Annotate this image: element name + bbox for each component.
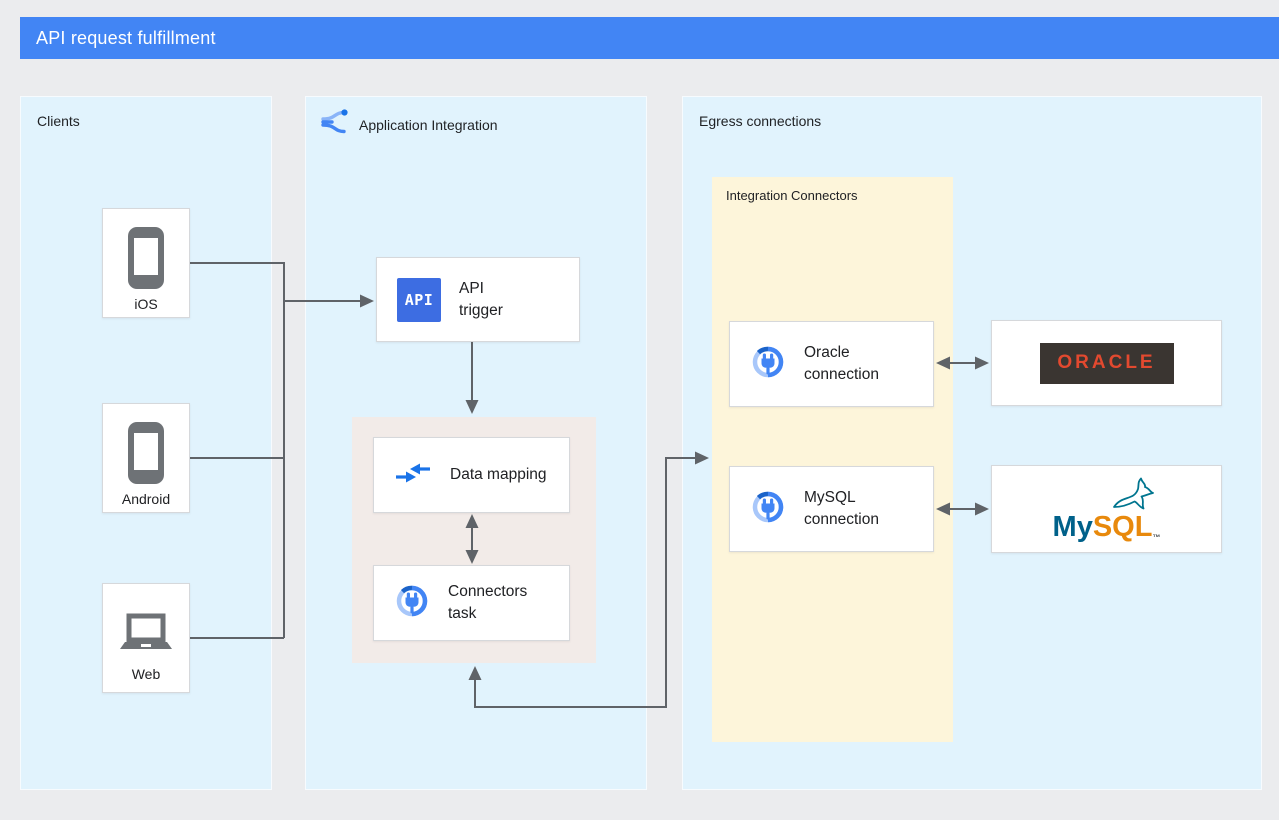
data-mapping-label: Data mapping (450, 466, 547, 484)
mysql-connection-label: MySQL connection (804, 489, 879, 528)
connectors-task-label: Connectors task (448, 583, 528, 622)
api-chip-icon: API (397, 277, 441, 322)
integration-connectors-title: Integration Connectors (726, 188, 858, 203)
connectors-task-node: Connectors task (373, 565, 570, 641)
mysql-dolphin-icon (1109, 476, 1155, 517)
data-mapping-node: Data mapping (373, 437, 570, 513)
diagram-title-bar: API request fulfillment (20, 17, 1279, 59)
egress-panel-title: Egress connections (699, 113, 822, 129)
api-trigger-node: API API trigger (376, 257, 580, 342)
client-label-web: Web (131, 666, 161, 682)
integration-connectors-icon (750, 489, 786, 530)
smartphone-icon (124, 225, 168, 296)
mysql-logo: MySQL™ (1052, 476, 1161, 543)
mysql-connection-node: MySQL connection (729, 466, 934, 552)
client-node-android: Android (102, 403, 190, 513)
integration-connectors-group: Integration Connectors (712, 177, 953, 742)
integration-connectors-icon (394, 583, 430, 624)
oracle-connection-label: Oracle connection (804, 344, 879, 383)
mysql-database-node: MySQL™ (991, 465, 1222, 553)
laptop-icon (118, 612, 174, 657)
oracle-logo: ORACLE (1039, 342, 1174, 384)
client-label-ios: iOS (134, 296, 158, 312)
oracle-database-node: ORACLE (991, 320, 1222, 406)
application-integration-icon (319, 107, 349, 142)
integration-connectors-icon (750, 344, 786, 385)
diagram-title: API request fulfillment (36, 27, 216, 48)
smartphone-icon (124, 420, 168, 491)
clients-panel-title: Clients (37, 113, 80, 129)
data-mapping-icon (394, 460, 432, 491)
client-node-web: Web (102, 583, 190, 693)
oracle-logo-text: ORACLE (1057, 352, 1156, 373)
oracle-connection-node: Oracle connection (729, 321, 934, 407)
mysql-logo-text: MySQL™ (1052, 511, 1161, 543)
client-label-android: Android (121, 491, 171, 507)
client-node-ios: iOS (102, 208, 190, 318)
api-trigger-label: API trigger (459, 279, 503, 319)
application-integration-panel-title: Application Integration (359, 116, 498, 133)
